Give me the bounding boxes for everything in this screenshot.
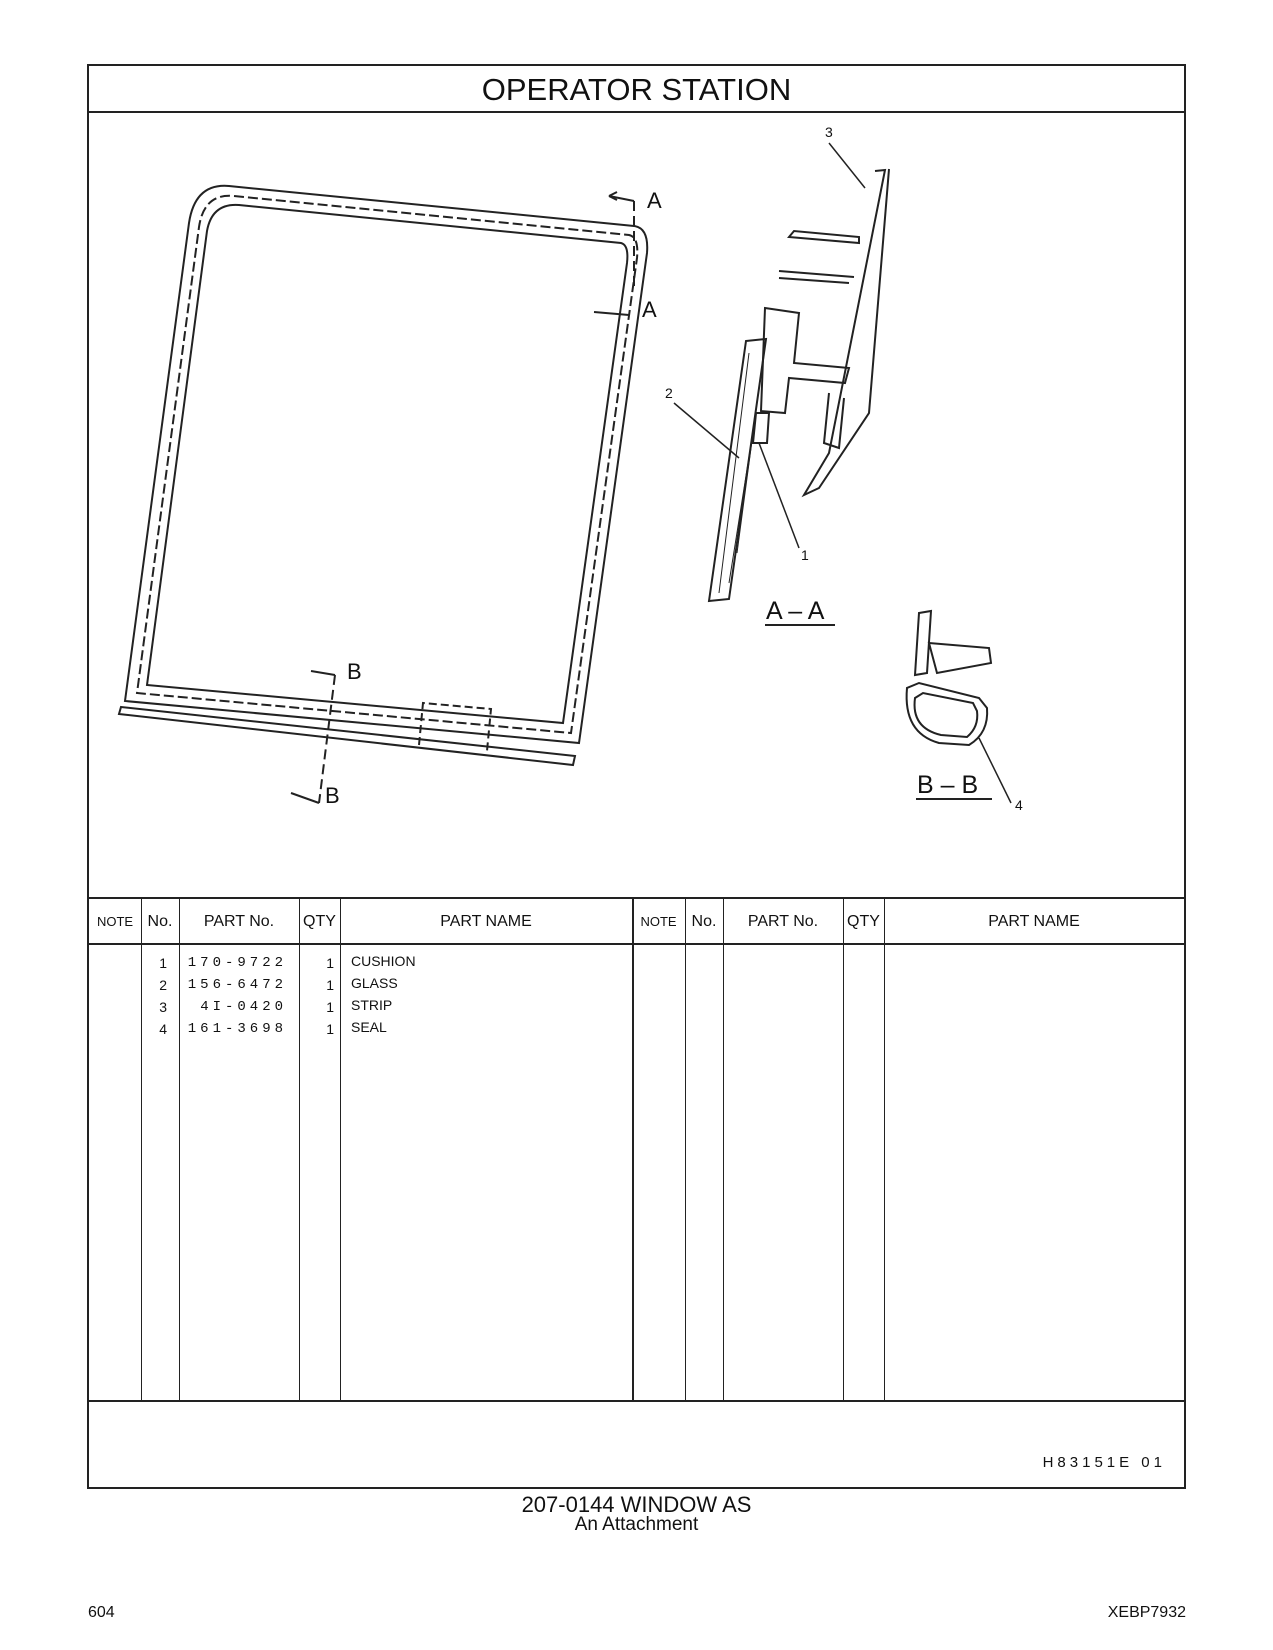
window-assembly-diagram: 3 2 1 4 A A B B A – A B – B bbox=[117, 124, 1023, 813]
col-qty: QTY bbox=[299, 899, 340, 945]
col-note-2: NOTE bbox=[632, 899, 685, 945]
callout-4: 4 bbox=[1015, 797, 1023, 813]
row-3-part-no: 4I-0420 bbox=[200, 999, 287, 1015]
row-2-qty: 1 bbox=[326, 977, 334, 993]
glass-section bbox=[707, 337, 768, 603]
leader-3 bbox=[828, 142, 866, 189]
parts-drawing: 3 2 1 4 A A B B A – A B – B bbox=[89, 113, 1184, 898]
frame-profile-a bbox=[778, 229, 860, 284]
row-2-name: GLASS bbox=[351, 975, 398, 991]
section-view-a-label: A – A bbox=[766, 597, 825, 625]
section-marker-a-bottom: A bbox=[642, 297, 657, 322]
section-marker-b-bottom: B bbox=[325, 783, 340, 808]
section-b-line bbox=[318, 674, 336, 804]
cushion-section bbox=[751, 412, 771, 444]
col-part-name: PART NAME bbox=[340, 899, 632, 945]
leader-4 bbox=[978, 737, 1012, 804]
col-note: NOTE bbox=[89, 899, 141, 945]
row-1-part-no: 170-9722 bbox=[187, 955, 287, 971]
row-4-name: SEAL bbox=[351, 1019, 387, 1035]
section-view-b-label: B – B bbox=[917, 771, 978, 799]
parts-page-frame: OPERATOR STATION bbox=[87, 64, 1186, 1489]
leader-2 bbox=[673, 402, 740, 459]
window-bottom-rail bbox=[117, 705, 577, 767]
col-qty-2: QTY bbox=[843, 899, 884, 945]
callout-2: 2 bbox=[665, 385, 673, 401]
leader-1 bbox=[758, 442, 800, 549]
window-frame-inner bbox=[145, 203, 629, 725]
window-frame-outer bbox=[123, 184, 649, 745]
col-no-2: No. bbox=[685, 899, 723, 945]
row-1-no: 1 bbox=[159, 955, 167, 971]
strip-section bbox=[801, 168, 890, 498]
row-4-qty: 1 bbox=[326, 1021, 334, 1037]
col-part-no-2: PART No. bbox=[723, 899, 843, 945]
section-marker-a-top: A bbox=[647, 188, 662, 213]
illustration-code: H83151E 01 bbox=[1042, 1454, 1166, 1471]
row-4-part-no: 161-3698 bbox=[187, 1021, 287, 1037]
page-title: OPERATOR STATION bbox=[89, 66, 1184, 113]
glass-section-b bbox=[913, 609, 933, 677]
page-number: 604 bbox=[88, 1604, 115, 1621]
col-part-no: PART No. bbox=[179, 899, 299, 945]
row-3-no: 3 bbox=[159, 999, 167, 1015]
row-3-qty: 1 bbox=[326, 999, 334, 1015]
document-id: XEBP7932 bbox=[1107, 1604, 1186, 1621]
row-2-part-no: 156-6472 bbox=[187, 977, 287, 993]
assembly-caption: 207-0144 WINDOW AS bbox=[521, 1492, 752, 1517]
parts-table: NOTE No. PART No. QTY PART NAME NOTE No.… bbox=[89, 897, 1184, 1402]
callout-1: 1 bbox=[801, 547, 809, 563]
section-a-arrow-top bbox=[608, 195, 635, 202]
row-2-no: 2 bbox=[159, 977, 167, 993]
row-1-name: CUSHION bbox=[351, 953, 416, 969]
frame-profile-b bbox=[759, 306, 851, 415]
callout-3: 3 bbox=[825, 124, 833, 140]
section-a-arrow-bottom bbox=[593, 311, 630, 316]
col-part-name-2: PART NAME bbox=[884, 899, 1184, 945]
row-4-no: 4 bbox=[159, 1021, 167, 1037]
latch-cutout bbox=[418, 701, 493, 752]
row-3-name: STRIP bbox=[351, 997, 393, 1013]
col-no: No. bbox=[141, 899, 179, 945]
seal-section bbox=[905, 681, 989, 747]
row-1-qty: 1 bbox=[326, 955, 334, 971]
assembly-subcaption: An Attachment bbox=[574, 1514, 699, 1535]
section-marker-b-top: B bbox=[347, 659, 362, 684]
window-frame-seal bbox=[135, 194, 639, 735]
